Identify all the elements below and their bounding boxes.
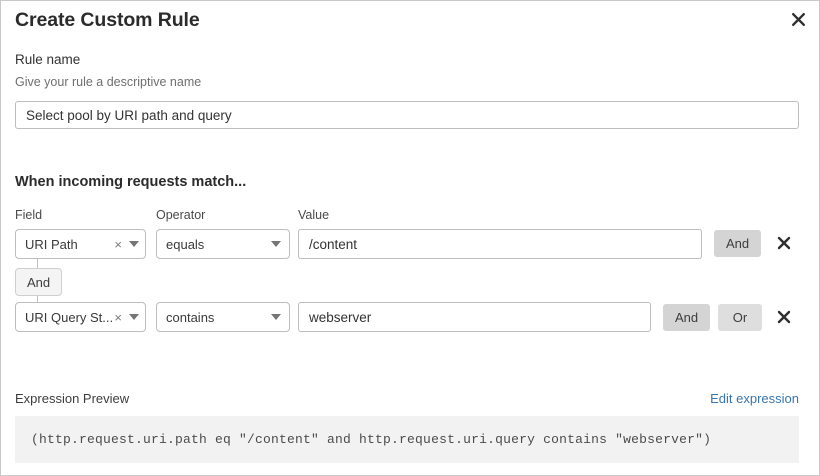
field-select-value-row-1: URI Path [25, 236, 78, 252]
column-header-operator: Operator [156, 208, 206, 222]
operator-select-row-1[interactable]: equals [156, 229, 290, 259]
close-dialog-button[interactable] [786, 7, 810, 31]
column-header-field: Field [15, 208, 43, 222]
field-select-row-2[interactable]: URI Query St... × [15, 302, 146, 332]
rule-name-input[interactable] [15, 101, 799, 129]
operator-select-value-row-2: contains [166, 309, 215, 325]
chevron-down-icon-row-1 [129, 241, 139, 247]
value-input-row-1[interactable] [298, 229, 702, 259]
connector-line-bottom [37, 296, 38, 305]
and-button-row-1[interactable]: And [714, 230, 762, 257]
match-section-heading: When incoming requests match... [15, 174, 247, 190]
operator-select-row-2[interactable]: contains [156, 302, 290, 332]
chevron-down-icon-operator-row-2 [271, 314, 281, 320]
remove-condition-button-row-2[interactable] [773, 306, 795, 330]
and-button-row-2[interactable]: And [663, 304, 711, 331]
connector-line-top [37, 259, 38, 268]
close-icon [777, 310, 791, 327]
or-button-row-2[interactable]: Or [718, 304, 762, 331]
page-title: Create Custom Rule [15, 9, 200, 31]
expression-preview-label: Expression Preview [15, 391, 130, 406]
edit-expression-link[interactable]: Edit expression [710, 391, 799, 406]
close-icon [777, 236, 791, 253]
expression-preview-box: (http.request.uri.path eq "/content" and… [15, 416, 799, 463]
rule-name-label: Rule name [15, 52, 81, 67]
field-select-value-row-2: URI Query St... [25, 309, 114, 325]
rule-name-help-text: Give your rule a descriptive name [15, 75, 202, 89]
clear-field-icon-row-1[interactable]: × [114, 236, 122, 252]
chevron-down-icon-operator-row-1 [271, 241, 281, 247]
connector-and-badge[interactable]: And [15, 268, 63, 296]
clear-field-icon-row-2[interactable]: × [114, 309, 122, 325]
remove-condition-button-row-1[interactable] [773, 232, 795, 256]
expression-preview-text: (http.request.uri.path eq "/content" and… [31, 432, 712, 447]
column-header-value: Value [298, 208, 330, 222]
operator-select-value-row-1: equals [166, 236, 205, 252]
condition-connector: And [15, 259, 135, 305]
chevron-down-icon-row-2 [129, 314, 139, 320]
field-select-row-1[interactable]: URI Path × [15, 229, 146, 259]
close-icon [791, 12, 806, 27]
value-input-row-2[interactable] [298, 302, 651, 332]
